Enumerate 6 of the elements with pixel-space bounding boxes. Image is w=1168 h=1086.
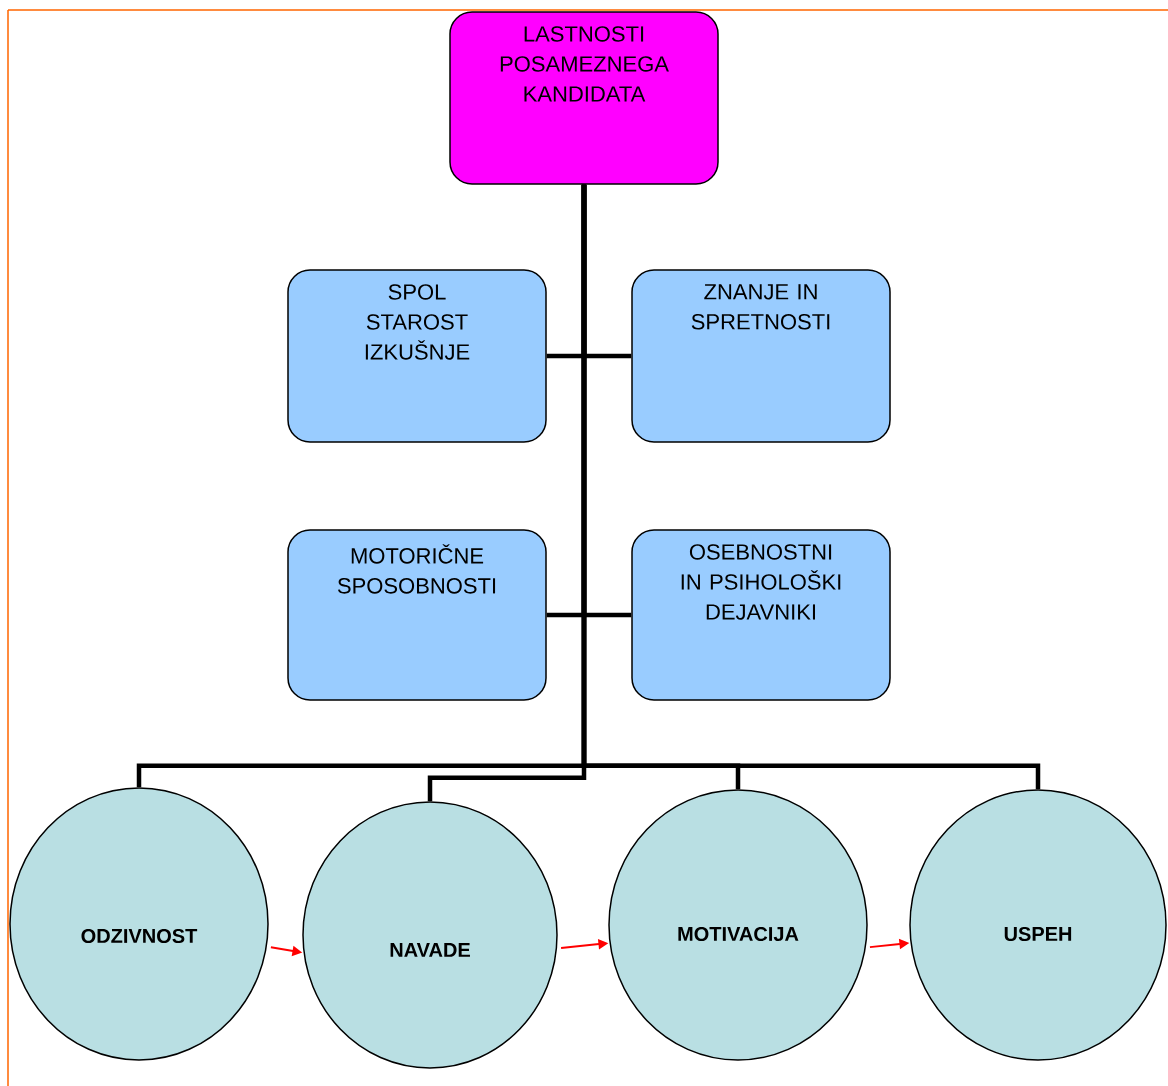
process-box: MOTORIČNE SPOSOBNOSTI (287, 529, 547, 701)
process-box: LASTNOSTI POSAMEZNEGA KANDIDATA (449, 11, 719, 185)
process-box: SPOL STAROST IZKUŠNJE (287, 269, 547, 443)
connector-line (581, 184, 1041, 790)
process-box: ZNANJE IN SPRETNOSTI (631, 269, 891, 443)
process-box: OSEBNOSTNI IN PSIHOLOŠKI DEJAVNIKI (631, 529, 891, 701)
